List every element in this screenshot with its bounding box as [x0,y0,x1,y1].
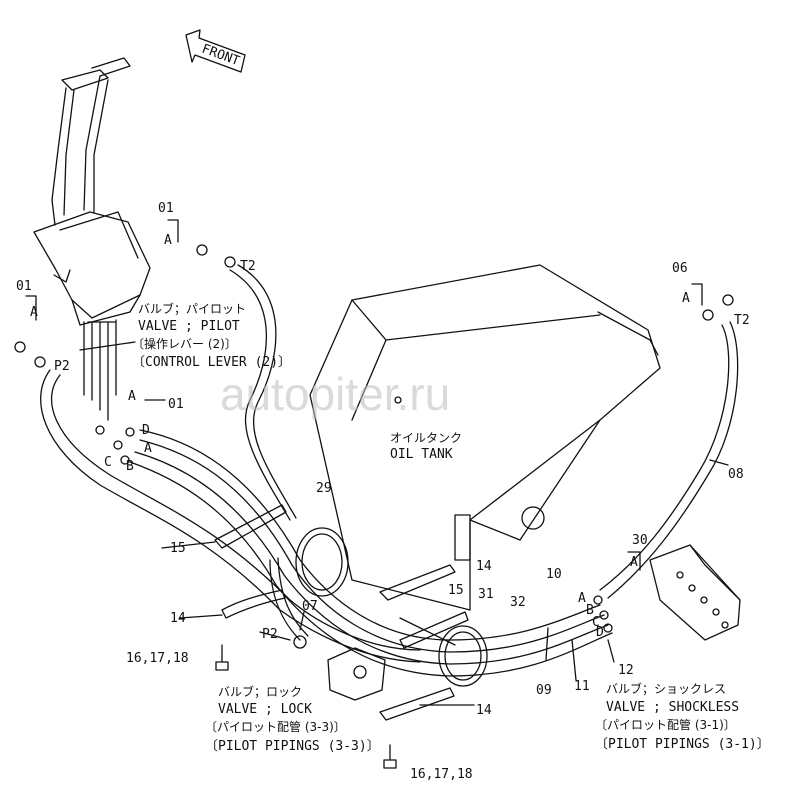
callout-10: 10 [546,567,562,582]
port-letters: T2 T2 P2 P2 A A A A A A A B B C C D D [30,233,750,642]
callout-31: 31 [478,587,494,602]
port-d-2: D [596,625,604,640]
callout-15-b: 15 [448,583,464,598]
port-a-4: A [144,441,152,456]
callout-32: 32 [510,595,526,610]
callout-01-c: 01 [168,397,184,412]
shockless-valve [649,544,741,641]
watermark-text: autopiter.ru [220,368,450,420]
lock-valve [293,635,386,701]
callout-161718-a: 16,17,18 [126,651,189,666]
port-b-2: B [586,603,594,618]
callout-01-a: 01 [158,201,174,216]
port-d-1: D [142,423,150,438]
port-c-1: C [104,455,112,470]
valve-lock-en: VALVE ; LOCK [218,702,312,717]
oil-tank [309,264,661,611]
port-p2-b: P2 [262,627,278,642]
oil-tank-jp: オイルタンク [390,431,462,445]
port-t2-b: T2 [734,313,750,328]
valve-lock-en-sub: 〔PILOT PIPINGS (3-3)〕 [205,739,380,754]
callout-14-a: 14 [170,611,186,626]
callout-15-a: 15 [170,541,186,556]
port-p2-a: P2 [54,359,70,374]
valve-shockless-jp-sub: 〔パイロット配管 (3-1)〕 [595,717,736,732]
port-t2-a: T2 [240,259,256,274]
leader-lines [25,219,729,706]
callout-11: 11 [574,679,590,694]
valve-pilot-en-sub: 〔CONTROL LEVER (2)〕 [132,355,291,370]
pilot-valve-body [33,57,151,421]
callout-12: 12 [618,663,634,678]
port-a-2: A [30,305,38,320]
valve-shockless-en: VALVE ; SHOCKLESS [606,700,739,715]
callout-14-c: 14 [476,703,492,718]
callout-numbers: 01 01 01 06 07 08 09 10 11 12 14 14 14 1… [16,201,744,782]
port-a-3: A [128,389,136,404]
port-a-1: A [164,233,172,248]
oil-tank-en: OIL TANK [390,447,453,462]
port-c-2: C [592,615,600,630]
valve-pilot-jp-sub: 〔操作レバー (2)〕 [132,336,237,351]
callout-08: 08 [728,467,744,482]
valve-pilot-jp: バルブ；パイロット [138,301,246,316]
port-a-7: A [578,591,586,606]
callout-30: 30 [632,533,648,548]
port-b-1: B [126,459,134,474]
callout-07: 07 [302,599,318,614]
valve-pilot-en: VALVE ; PILOT [138,319,240,334]
callout-161718-b: 16,17,18 [410,767,473,782]
bolts [215,644,397,769]
callout-09: 09 [536,683,552,698]
callout-01-b: 01 [16,279,32,294]
callout-29: 29 [316,481,332,496]
valve-shockless-jp: バルブ；ショックレス [606,681,726,696]
valve-lock-jp: バルブ；ロック [218,684,302,699]
fittings [14,244,734,633]
port-a-5: A [682,291,690,306]
callout-06: 06 [672,261,688,276]
front-arrow [185,29,246,73]
valve-shockless-en-sub: 〔PILOT PIPINGS (3-1)〕 [595,737,770,752]
valve-lock-jp-sub: 〔パイロット配管 (3-3)〕 [205,719,346,734]
port-a-6: A [630,555,638,570]
hose-bundle [40,264,739,677]
callout-14-b: 14 [476,559,492,574]
clamps [214,504,488,721]
